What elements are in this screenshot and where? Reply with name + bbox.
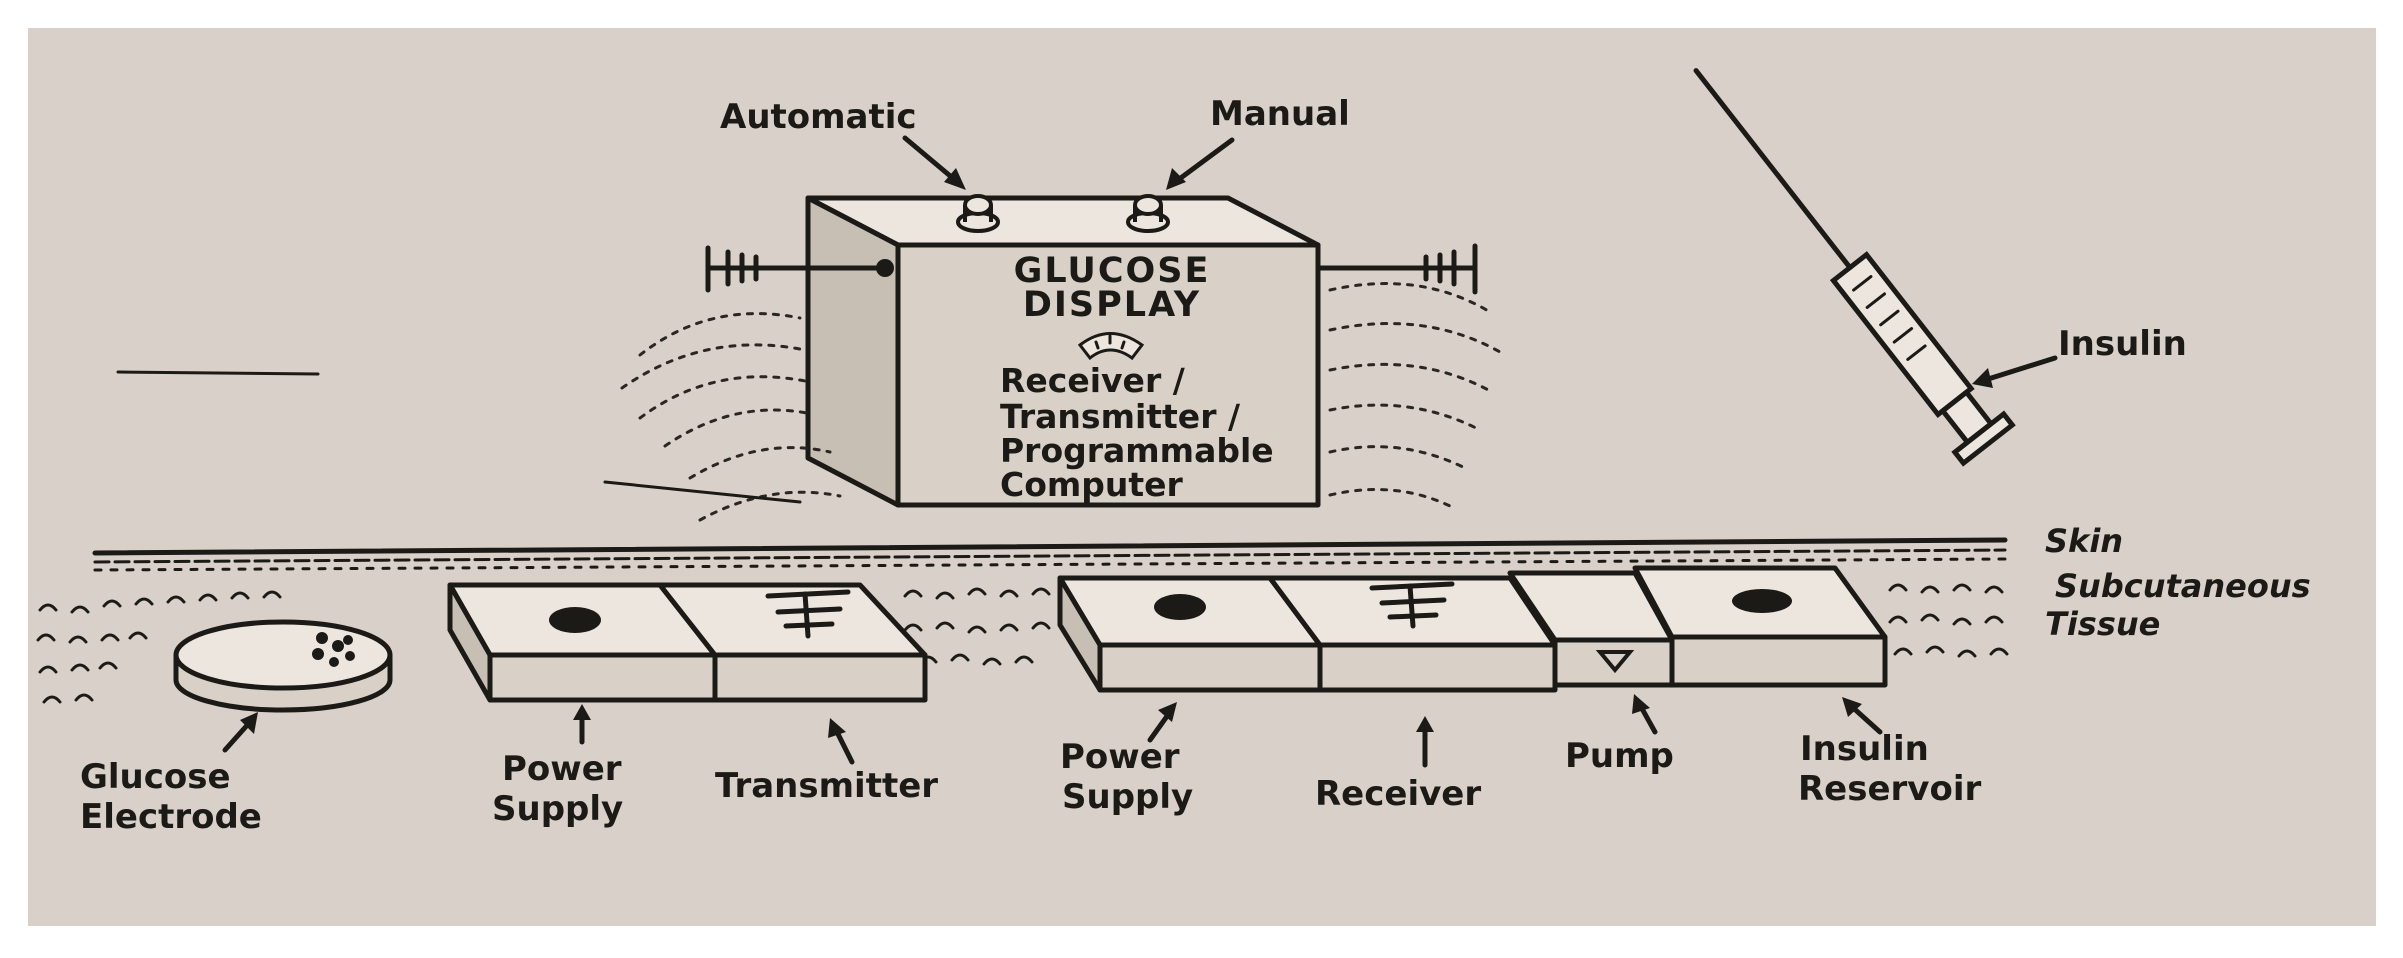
signal-waves-right [1328, 282, 1502, 508]
pump-valve-icon [1595, 650, 1635, 674]
skin-layer [92, 537, 2008, 572]
display-unit-side [805, 195, 901, 508]
signal-line [603, 480, 802, 504]
syringe-icon [1693, 68, 2016, 467]
display-title-line1: GLUCOSE [1014, 251, 1211, 291]
transmitter-module [657, 582, 928, 703]
display-line5: Programmable [1000, 431, 1274, 470]
power-supply-2-label-line1: Power [1060, 737, 1180, 777]
right-antenna-icon [1315, 243, 1478, 295]
electrode-sensor-icon [312, 632, 355, 667]
receiver-module [1267, 575, 1558, 693]
display-line6: Computer [1000, 465, 1184, 504]
skin-label: Skin [2045, 522, 2123, 560]
signal-waves-left [620, 312, 842, 522]
insulin-reservoir-label-line1: Insulin [1800, 729, 1929, 769]
pump-label: Pump [1565, 736, 1674, 776]
power-supply-1-label-line1: Power [502, 749, 622, 789]
power-supply-1-label-line2: Supply [492, 789, 623, 829]
glucose-electrode [173, 619, 393, 713]
display-line3: Receiver / [1000, 361, 1186, 400]
stray-mark [116, 370, 320, 376]
arrows [222, 135, 2058, 768]
receiver-antenna-icon [1369, 581, 1455, 629]
manual-label: Manual [1210, 94, 1350, 134]
tissue-squiggles [36, 583, 2009, 704]
subcutaneous-label-line2: Tissue [2045, 605, 2160, 643]
insulin-reservoir-label-line2: Reservoir [1798, 769, 1981, 809]
power-supply-2 [1057, 575, 1323, 693]
display-unit-front [895, 242, 1321, 508]
power-supply-2-label-line2: Supply [1062, 777, 1193, 817]
automatic-label: Automatic [720, 97, 917, 137]
automatic-knob[interactable] [956, 194, 1000, 233]
battery-icon-2 [1154, 594, 1206, 620]
glucose-electrode-label-line1: Glucose [80, 757, 231, 797]
insulin-reservoir [1632, 565, 1888, 688]
subcutaneous-label-line1: Subcutaneous [2055, 567, 2311, 605]
insulin-label: Insulin [2058, 324, 2187, 364]
left-antenna-icon [705, 245, 883, 293]
display-line4: Transmitter / [1000, 397, 1241, 436]
glucose-electrode-label-line2: Electrode [80, 797, 262, 837]
battery-icon [549, 607, 601, 633]
manual-knob[interactable] [1126, 194, 1170, 233]
glucose-display-unit: GLUCOSE DISPLAY Receiver / Transmitter /… [705, 194, 1478, 508]
transmitter-label: Transmitter [715, 766, 938, 806]
power-supply-1 [447, 582, 718, 703]
gauge-meter-icon [1077, 332, 1145, 361]
reservoir-port-icon [1732, 589, 1792, 613]
display-title-line2: DISPLAY [1023, 285, 1201, 325]
transmitter-antenna-icon [765, 589, 851, 639]
display-unit-port [876, 259, 894, 277]
receiver-label: Receiver [1315, 774, 1481, 814]
